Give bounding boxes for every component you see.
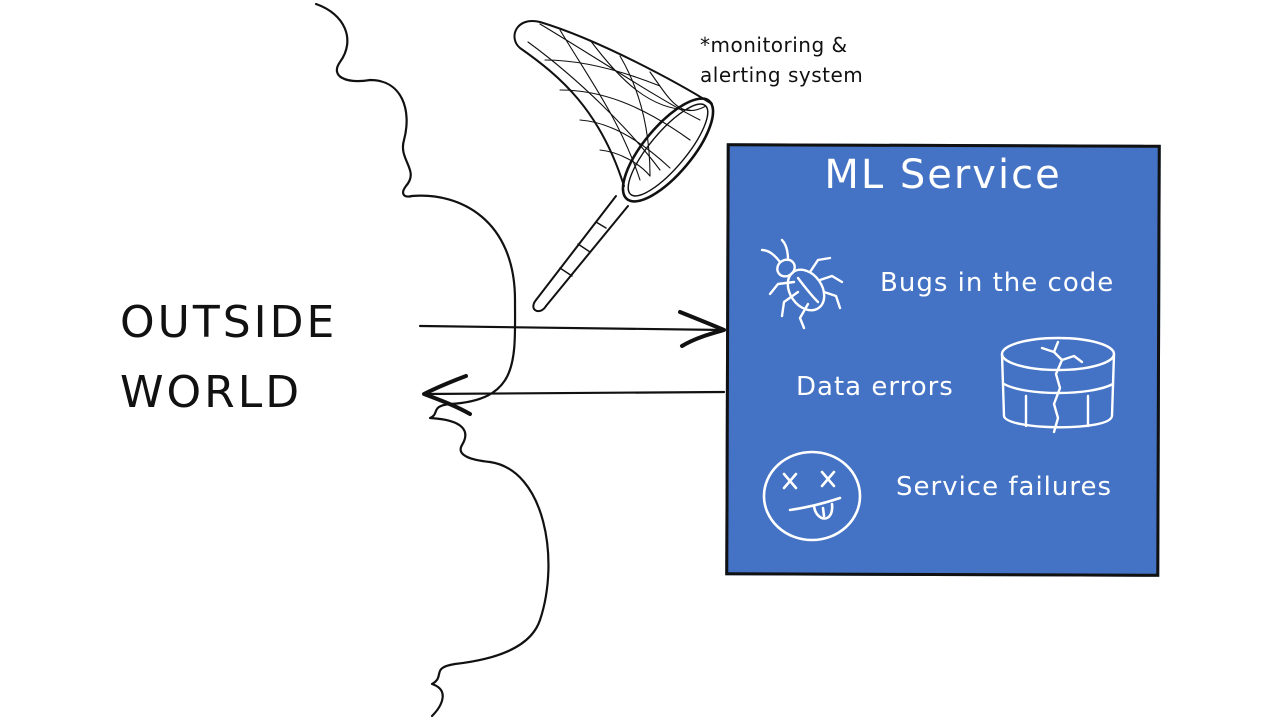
data-errors-label: Data errors <box>796 372 954 402</box>
inbound-arrow-line <box>418 324 726 332</box>
outside-world-label: OUTSIDE WORLD <box>120 288 337 428</box>
inbound-arrow-head <box>678 310 726 348</box>
dizzy-face-icon <box>762 450 862 542</box>
monitoring-note: *monitoring & alerting system <box>700 30 863 90</box>
outside-world-line2: WORLD <box>120 367 303 418</box>
outbound-arrow-line <box>422 390 726 396</box>
outside-world-boundary <box>314 2 550 718</box>
outbound-arrow-head <box>422 374 472 416</box>
bug-icon <box>760 238 844 330</box>
butterfly-net-icon <box>513 19 715 313</box>
bugs-label: Bugs in the code <box>880 268 1115 298</box>
service-failures-label: Service failures <box>896 472 1113 502</box>
monitoring-note-line1: *monitoring & <box>700 33 848 57</box>
ml-service-title: ML Service <box>824 152 1062 198</box>
cracked-database-icon <box>1000 336 1116 434</box>
monitoring-note-line2: alerting system <box>700 63 864 87</box>
outside-world-line1: OUTSIDE <box>120 297 338 348</box>
